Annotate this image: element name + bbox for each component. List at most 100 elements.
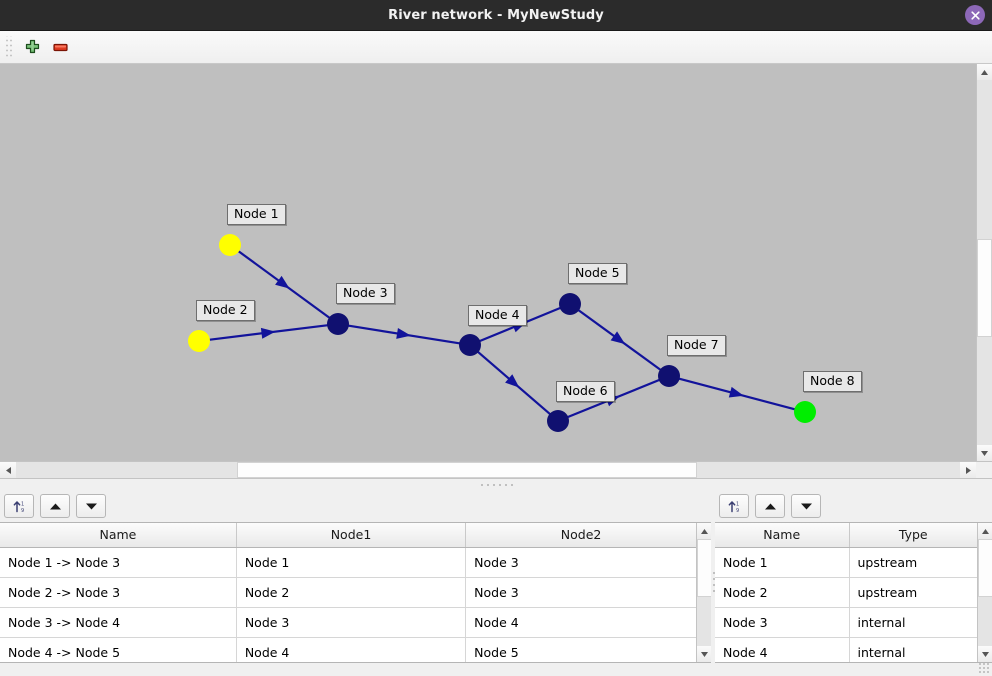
scrollbar-corner xyxy=(976,462,992,478)
node-column-header-name[interactable]: Name xyxy=(715,523,850,548)
node-scroll-up-icon[interactable] xyxy=(978,523,992,539)
branch-cell-name[interactable]: Node 1 -> Node 3 xyxy=(0,547,237,578)
graph-scroll-up-icon[interactable] xyxy=(977,64,992,80)
network-graph-svg xyxy=(188,234,816,432)
branch-cell-node1[interactable]: Node 4 xyxy=(236,637,467,662)
branch-cell-name[interactable]: Node 3 -> Node 4 xyxy=(0,607,237,638)
graph-hscroll-thumb[interactable] xyxy=(237,462,697,478)
branch-cell-node2[interactable]: Node 3 xyxy=(465,577,696,608)
branch-table-vertical-scrollbar[interactable] xyxy=(696,523,711,662)
branch-cell-name[interactable]: Node 4 -> Node 5 xyxy=(0,637,237,662)
branch-cell-name[interactable]: Node 2 -> Node 3 xyxy=(0,577,237,608)
node-cell-type[interactable]: internal xyxy=(849,637,977,662)
graph-node-node1[interactable] xyxy=(219,234,241,256)
node-sort-icon[interactable]: 1 9 xyxy=(719,494,749,518)
vertical-splitter[interactable] xyxy=(711,490,715,676)
branch-cell-node2[interactable]: Node 3 xyxy=(465,547,696,578)
branch-column-header-name[interactable]: Name xyxy=(0,523,237,548)
horizontal-splitter[interactable] xyxy=(0,478,992,490)
node-move-up-icon[interactable] xyxy=(755,494,785,518)
graph-node-node6[interactable] xyxy=(547,410,569,432)
node-cell-name[interactable]: Node 2 xyxy=(715,577,850,608)
add-node-icon[interactable] xyxy=(18,33,46,61)
svg-text:1: 1 xyxy=(21,501,24,507)
window-title: River network - MyNewStudy xyxy=(388,7,604,23)
graph-node-label-node5[interactable]: Node 5 xyxy=(568,263,627,284)
graph-node-label-node2[interactable]: Node 2 xyxy=(196,300,255,321)
graph-scroll-right-icon[interactable] xyxy=(960,462,976,478)
graph-node-node8[interactable] xyxy=(794,401,816,423)
branch-sort-icon[interactable]: 1 9 xyxy=(4,494,34,518)
main-toolbar xyxy=(0,31,992,64)
node-cell-type[interactable]: upstream xyxy=(849,547,977,578)
graph-horizontal-scrollbar-row xyxy=(0,461,992,478)
branch-move-up-icon[interactable] xyxy=(40,494,70,518)
node-cell-name[interactable]: Node 1 xyxy=(715,547,850,578)
window-resize-grip[interactable] xyxy=(978,662,990,674)
graph-horizontal-scrollbar[interactable] xyxy=(0,462,976,478)
graph-node-label-node4[interactable]: Node 4 xyxy=(468,305,527,326)
graph-node-node5[interactable] xyxy=(559,293,581,315)
node-table-vertical-scrollbar[interactable] xyxy=(977,523,992,662)
node-cell-name[interactable]: Node 4 xyxy=(715,637,850,662)
graph-vscroll-thumb[interactable] xyxy=(977,239,992,337)
close-icon[interactable] xyxy=(965,5,985,25)
edge-arrowhead xyxy=(275,275,290,289)
branch-move-down-icon[interactable] xyxy=(76,494,106,518)
graph-node-label-node1[interactable]: Node 1 xyxy=(227,204,286,225)
node-scroll-down-icon[interactable] xyxy=(978,646,992,662)
branch-cell-node2[interactable]: Node 5 xyxy=(465,637,696,662)
branch-vscroll-thumb[interactable] xyxy=(697,539,711,597)
node-move-down-icon[interactable] xyxy=(791,494,821,518)
node-cell-type[interactable]: upstream xyxy=(849,577,977,608)
graph-node-node4[interactable] xyxy=(459,334,481,356)
node-column-header-type[interactable]: Type xyxy=(849,523,977,548)
edge-arrowhead xyxy=(396,327,411,339)
graph-node-node3[interactable] xyxy=(327,313,349,335)
node-cell-name[interactable]: Node 3 xyxy=(715,607,850,638)
graph-node-label-node6[interactable]: Node 6 xyxy=(556,381,615,402)
branch-cell-node1[interactable]: Node 1 xyxy=(236,547,467,578)
edge-arrowhead xyxy=(610,331,626,345)
branch-column-header-node1[interactable]: Node1 xyxy=(236,523,467,548)
node-cell-type[interactable]: internal xyxy=(849,607,977,638)
network-diagram-canvas[interactable]: Node 1 Node 2 Node 3 Node 4 Node 5 Node 6 Node… xyxy=(0,64,976,461)
branch-cell-node1[interactable]: Node 2 xyxy=(236,577,467,608)
graph-node-label-node7[interactable]: Node 7 xyxy=(667,335,726,356)
graph-node-label-node8[interactable]: Node 8 xyxy=(803,371,862,392)
branch-cell-node2[interactable]: Node 4 xyxy=(465,607,696,638)
svg-text:9: 9 xyxy=(736,508,739,514)
graph-scroll-down-icon[interactable] xyxy=(977,445,992,461)
node-vscroll-thumb[interactable] xyxy=(978,539,992,597)
branch-scroll-down-icon[interactable] xyxy=(697,646,711,662)
branch-cell-node1[interactable]: Node 3 xyxy=(236,607,467,638)
graph-node-label-node3[interactable]: Node 3 xyxy=(336,283,395,304)
graph-node-node2[interactable] xyxy=(188,330,210,352)
graph-scroll-left-icon[interactable] xyxy=(0,462,16,478)
node-table-toolbar: 1 9 xyxy=(715,490,992,522)
graph-vertical-scrollbar[interactable] xyxy=(976,64,992,461)
node-layer xyxy=(188,234,816,432)
branch-column-header-node2[interactable]: Node2 xyxy=(465,523,696,548)
toolbar-drag-handle[interactable] xyxy=(4,36,12,58)
delete-node-icon[interactable] xyxy=(46,33,74,61)
graph-node-node7[interactable] xyxy=(658,365,680,387)
branch-scroll-up-icon[interactable] xyxy=(697,523,711,539)
branch-table-panel: 1 9 Nam xyxy=(0,490,711,676)
